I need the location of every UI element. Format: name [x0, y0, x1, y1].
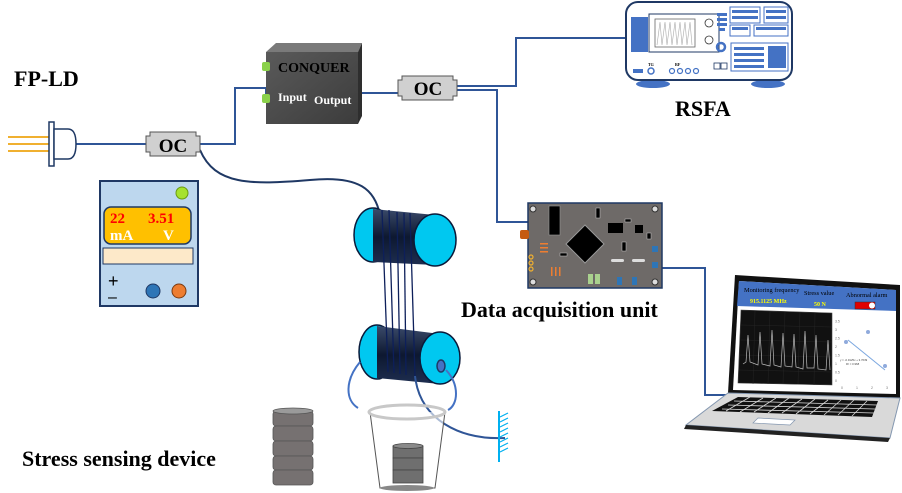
- voltage-value: 3.51: [148, 211, 174, 227]
- fit-chart-x-tick: 3: [886, 386, 888, 390]
- fiber-spool-lower: [358, 324, 461, 385]
- stress-value: 50 N: [814, 302, 827, 308]
- rsfa-knob-1: [704, 18, 714, 28]
- terminal-blue: [145, 283, 161, 299]
- oc1-label: OC: [159, 136, 188, 157]
- minus-terminal-label: –: [108, 289, 117, 306]
- fit-r2: R² = 0.968: [846, 362, 860, 366]
- rsfa-rf-label: RF: [675, 62, 681, 67]
- fp-ld-label: FP-LD: [14, 66, 79, 91]
- power-supply: 22 3.51 mA V + –: [99, 180, 199, 307]
- rsfa-tg-label: TG: [648, 62, 654, 67]
- oc2-label: OC: [414, 79, 443, 100]
- fit-chart-y-tick: 0.5: [835, 371, 840, 375]
- data-acquisition-board: [520, 202, 663, 289]
- optical-coupler-1: OC: [145, 131, 201, 157]
- fit-chart: y = -0.9125x + 3.7639 R² = 0.968 0 0.5 1 1.…: [835, 320, 888, 391]
- rsfa-label: RSFA: [675, 96, 731, 121]
- fit-equation: y = -0.9125x + 3.7639: [840, 358, 868, 362]
- fit-chart-x-tick: 1: [856, 386, 858, 390]
- reflector-mirror-icon: [498, 411, 509, 462]
- fiber-spool-loop-2: [445, 369, 457, 411]
- psu-display: [103, 206, 192, 245]
- fit-chart-y-tick: 1: [835, 362, 837, 366]
- voltage-unit: V: [163, 228, 174, 244]
- spool-winding-fibers: [381, 209, 416, 377]
- alarm-toggle-knob: [869, 302, 875, 309]
- fit-point: [883, 364, 887, 368]
- fit-point: [844, 340, 848, 344]
- conquer-output-label: Output: [314, 93, 351, 107]
- stress-sensing-label: Stress sensing device: [22, 446, 216, 471]
- fiber-oc1-to-conquer: [200, 87, 267, 145]
- conquer-module: CONQUER Input Output: [262, 43, 362, 124]
- monitoring-frequency-label: Monitoring frequency: [744, 287, 800, 294]
- current-value: 22: [110, 211, 125, 227]
- fit-chart-x-tick: 0: [841, 386, 843, 390]
- fit-line: [847, 339, 886, 371]
- data-acquisition-label: Data acquisition unit: [461, 297, 658, 322]
- fit-chart-y-tick: 3: [835, 328, 837, 332]
- rsfa-dial: [715, 41, 727, 53]
- fit-chart-y-tick: 0: [835, 379, 837, 383]
- fiber-oc1-to-spool: [199, 149, 381, 216]
- weights-in-bucket: [392, 443, 424, 484]
- conquer-port-2: [262, 94, 270, 103]
- conquer-title: CONQUER: [278, 61, 350, 76]
- fiber-daq-to-laptop: [662, 267, 735, 396]
- weight-stack: [272, 407, 314, 486]
- fit-chart-y-tick: 3.5: [835, 320, 840, 324]
- plus-terminal-label: +: [108, 271, 119, 291]
- conquer-input-label: Input: [278, 90, 307, 104]
- current-unit: mA: [110, 228, 133, 244]
- fit-chart-x-tick: 2: [871, 386, 873, 390]
- fit-chart-y-tick: 1.5: [835, 354, 840, 358]
- fiber-oc2-to-rsfa: [457, 37, 628, 87]
- fiber-spool-loop: [347, 361, 361, 409]
- weight-bucket: [367, 403, 447, 491]
- fit-chart-y-tick: 2.5: [835, 337, 840, 341]
- rsfa-instrument: TG RF: [625, 1, 793, 88]
- power-indicator-led: [175, 186, 189, 200]
- terminal-orange: [171, 283, 187, 299]
- fiber-oc2-to-daq: [457, 89, 528, 223]
- abnormal-alarm-label: Abnormal alarm: [846, 292, 888, 299]
- touchpad: [752, 417, 796, 426]
- conquer-port-1: [262, 62, 270, 71]
- fit-point: [866, 330, 870, 334]
- rsfa-knob-2: [704, 35, 714, 45]
- monitoring-frequency-value: 915.1125 MHz: [750, 299, 787, 305]
- optical-coupler-2: OC: [397, 75, 458, 101]
- fiber-links: [76, 37, 735, 396]
- stress-value-label: Stress value: [804, 290, 834, 297]
- fiber-spool-to-mirror: [414, 375, 506, 440]
- spectrum-plot: [737, 309, 833, 386]
- spectrum-trace: [742, 329, 831, 371]
- laptop: Monitoring frequency 915.1125 MHz Stress…: [684, 275, 901, 442]
- laser-diode-icon: [8, 121, 77, 167]
- fit-chart-y-tick: 2: [835, 345, 837, 349]
